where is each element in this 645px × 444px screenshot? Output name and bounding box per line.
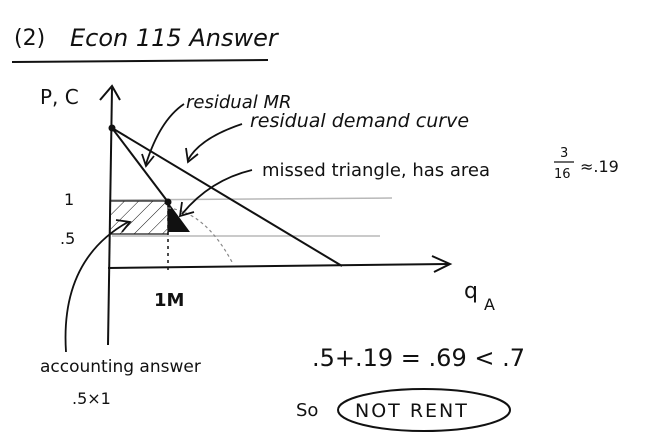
x-axis-subscript: A [484,295,495,314]
conclusion-text: NOT RENT [355,400,469,422]
fraction-numerator: 3 [560,146,568,161]
so-label: So [296,400,318,421]
question-number: (2) [14,26,45,51]
approx-value: ≈.19 [580,157,619,176]
residual-demand-arrow [187,123,243,161]
arrowhead [115,219,132,233]
y-tick-1: 1 [64,190,74,209]
residual-demand-label: residual demand curve [250,110,469,132]
conclusion-circle [337,388,511,432]
result-equation: .5+.19 = .69 < .7 [312,344,525,372]
optimum-dot [164,198,172,206]
y-tick-05: .5 [60,229,75,248]
x-axis [107,263,449,269]
accounting-label: accounting answer [40,357,201,377]
arrowhead [178,201,195,218]
residual-demand-curve [111,127,343,267]
x-axis-label: q [464,279,478,304]
x-axis-arrow [431,255,453,273]
accounting-calc: .5×1 [72,389,111,408]
y-axis-label: P, C [40,85,79,109]
arrowhead [141,153,155,168]
residual-mr-label: residual MR [186,92,291,113]
missed-triangle-label: missed triangle, has area [262,160,490,181]
fraction-denominator: 16 [554,167,571,182]
rule-line [109,197,393,201]
accounting-arrow [64,221,129,353]
page-title: Econ 115 Answer [70,24,280,52]
missed-triangle-arrow [181,169,253,215]
intercept-dot [108,124,116,132]
residual-mr-arrow [145,103,185,165]
arrowhead [185,147,199,164]
accounting-rectangle [109,200,169,235]
residual-mr-curve [111,127,169,203]
x-tick-1m: 1M [154,290,184,311]
y-axis-arrow [99,84,121,101]
title-underline [11,59,269,63]
cost-curve [167,207,233,263]
